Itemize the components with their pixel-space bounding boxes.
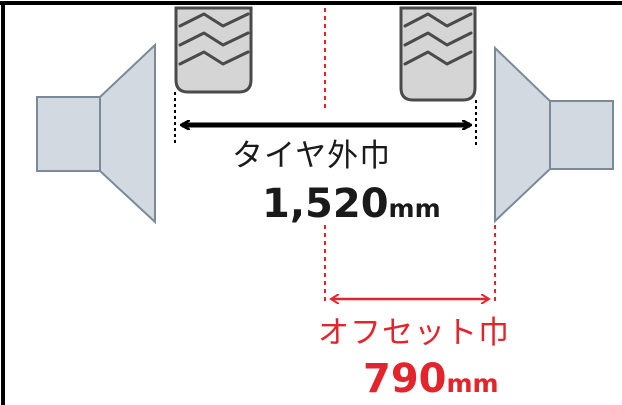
offset-width-label: オフセット巾: [318, 315, 510, 351]
tire-width-unit: mm: [388, 194, 441, 223]
right-bead-pusher: [494, 45, 614, 224]
offset-width-unit: mm: [446, 369, 499, 398]
left-bead-pusher: [36, 42, 156, 225]
tire-edge-guides: [174, 92, 477, 145]
left-tire: [174, 6, 253, 94]
offset-width-number: 790: [363, 356, 447, 402]
tire-width-label: タイヤ外巾: [232, 138, 392, 174]
offset-guides: [324, 8, 496, 302]
tire-width-number: 1,520: [262, 181, 389, 227]
tire-width-value: 1,520mm: [262, 184, 441, 224]
offset-width-value: 790mm: [363, 359, 499, 399]
right-tire: [399, 6, 477, 102]
